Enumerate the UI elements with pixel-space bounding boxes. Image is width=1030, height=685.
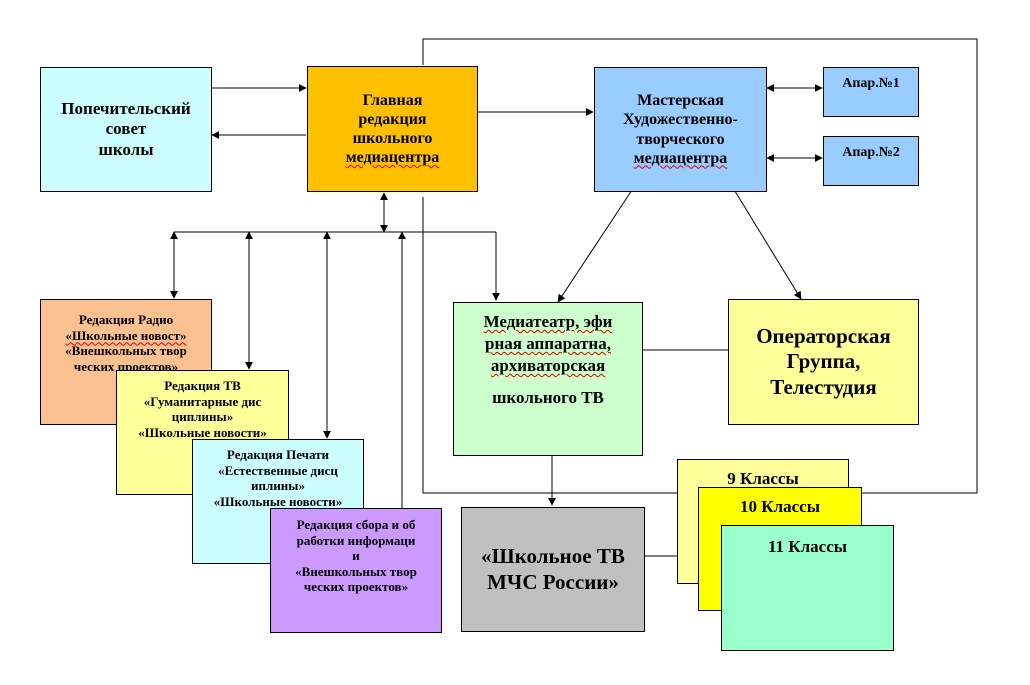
grade9-label: 9 Классы bbox=[727, 469, 799, 488]
workshop-to-operator-arrow bbox=[729, 182, 802, 300]
main-editorial-box: Главная редакция школьного медиацентра bbox=[307, 66, 478, 192]
grade11-label: 11 Классы bbox=[767, 537, 848, 556]
school-tv-box: «Школьное ТВ МЧС России» bbox=[461, 507, 645, 632]
radio-line-1: Редакция Радио bbox=[78, 312, 174, 327]
print-line-4: «Школьные новости» bbox=[213, 493, 343, 509]
collect-line-2: работки информаци bbox=[296, 532, 416, 548]
council-line-3: школы bbox=[98, 139, 154, 159]
info-collection-box: Редакция сбора и об работки информаци и … bbox=[270, 508, 442, 633]
workshop-line-1: Мастерская bbox=[637, 92, 724, 110]
council-line-2: совет bbox=[105, 119, 147, 139]
workshop-to-mediatheatre-arrow bbox=[557, 189, 633, 303]
radio-line-3: «Внешкольных твор bbox=[65, 343, 187, 359]
grade-11-box: 11 Классы bbox=[721, 525, 894, 651]
schooltv-line-2: МЧС России» bbox=[487, 569, 619, 594]
collect-line-1: Редакция сбора и об bbox=[296, 517, 416, 532]
council-line-1: Попечительский bbox=[61, 98, 191, 118]
tv-line-1: Редакция ТВ bbox=[164, 378, 241, 393]
tv-line-2: «Гуманитарные дис bbox=[143, 393, 262, 409]
main-line-4: медиацентра bbox=[345, 149, 440, 167]
art-workshop-box: Мастерская Художественно- творческого ме… bbox=[594, 67, 767, 192]
mediatheatre-line-4: школьного ТВ bbox=[492, 388, 604, 408]
main-line-1: Главная bbox=[362, 91, 423, 109]
apparatus-2-box: Апар.№2 bbox=[823, 136, 919, 186]
tv-line-3: циплины» bbox=[171, 409, 234, 425]
grade10-label: 10 Классы bbox=[740, 497, 820, 516]
schooltv-line-1: «Школьное ТВ bbox=[481, 544, 625, 569]
operator-line-2: Группа, bbox=[786, 349, 861, 374]
print-line-1: Редакция Печати bbox=[226, 447, 330, 462]
collect-line-4: «Внешкольных твор bbox=[295, 563, 417, 579]
tv-line-4: «Школьные новости» bbox=[138, 424, 267, 440]
app1-label: Апар.№1 bbox=[842, 76, 900, 91]
mediatheatre-line-3: архиваторская bbox=[490, 356, 606, 376]
print-line-3: иплины» bbox=[251, 478, 305, 494]
mediatheatre-line-2: рная аппаратна, bbox=[485, 334, 611, 354]
operator-line-3: Телестудия bbox=[770, 374, 877, 399]
workshop-line-3: творческого bbox=[636, 130, 725, 148]
board-of-trustees-box: Попечительский совет школы bbox=[40, 67, 212, 192]
mediatheatre-box: Медиатеатр, эфи рная аппаратна, архивато… bbox=[453, 302, 643, 456]
app2-label: Апар.№2 bbox=[842, 145, 900, 160]
radio-line-2: «Школьные новост» bbox=[65, 327, 187, 343]
workshop-line-2: Художественно- bbox=[623, 111, 738, 129]
print-line-2: «Естественные дисц bbox=[218, 462, 338, 478]
main-line-2: редакция bbox=[358, 110, 427, 128]
collect-line-3: и bbox=[352, 548, 360, 564]
operator-group-box: Операторская Группа, Телестудия bbox=[728, 299, 919, 425]
workshop-line-4: медиацентра bbox=[633, 149, 728, 167]
collect-line-5: ческих проектов» bbox=[303, 579, 409, 595]
mediatheatre-line-1: Медиатеатр, эфи bbox=[483, 312, 613, 331]
main-line-3: школьного bbox=[352, 130, 433, 147]
apparatus-1-box: Апар.№1 bbox=[823, 67, 919, 117]
operator-line-1: Операторская bbox=[756, 324, 891, 349]
